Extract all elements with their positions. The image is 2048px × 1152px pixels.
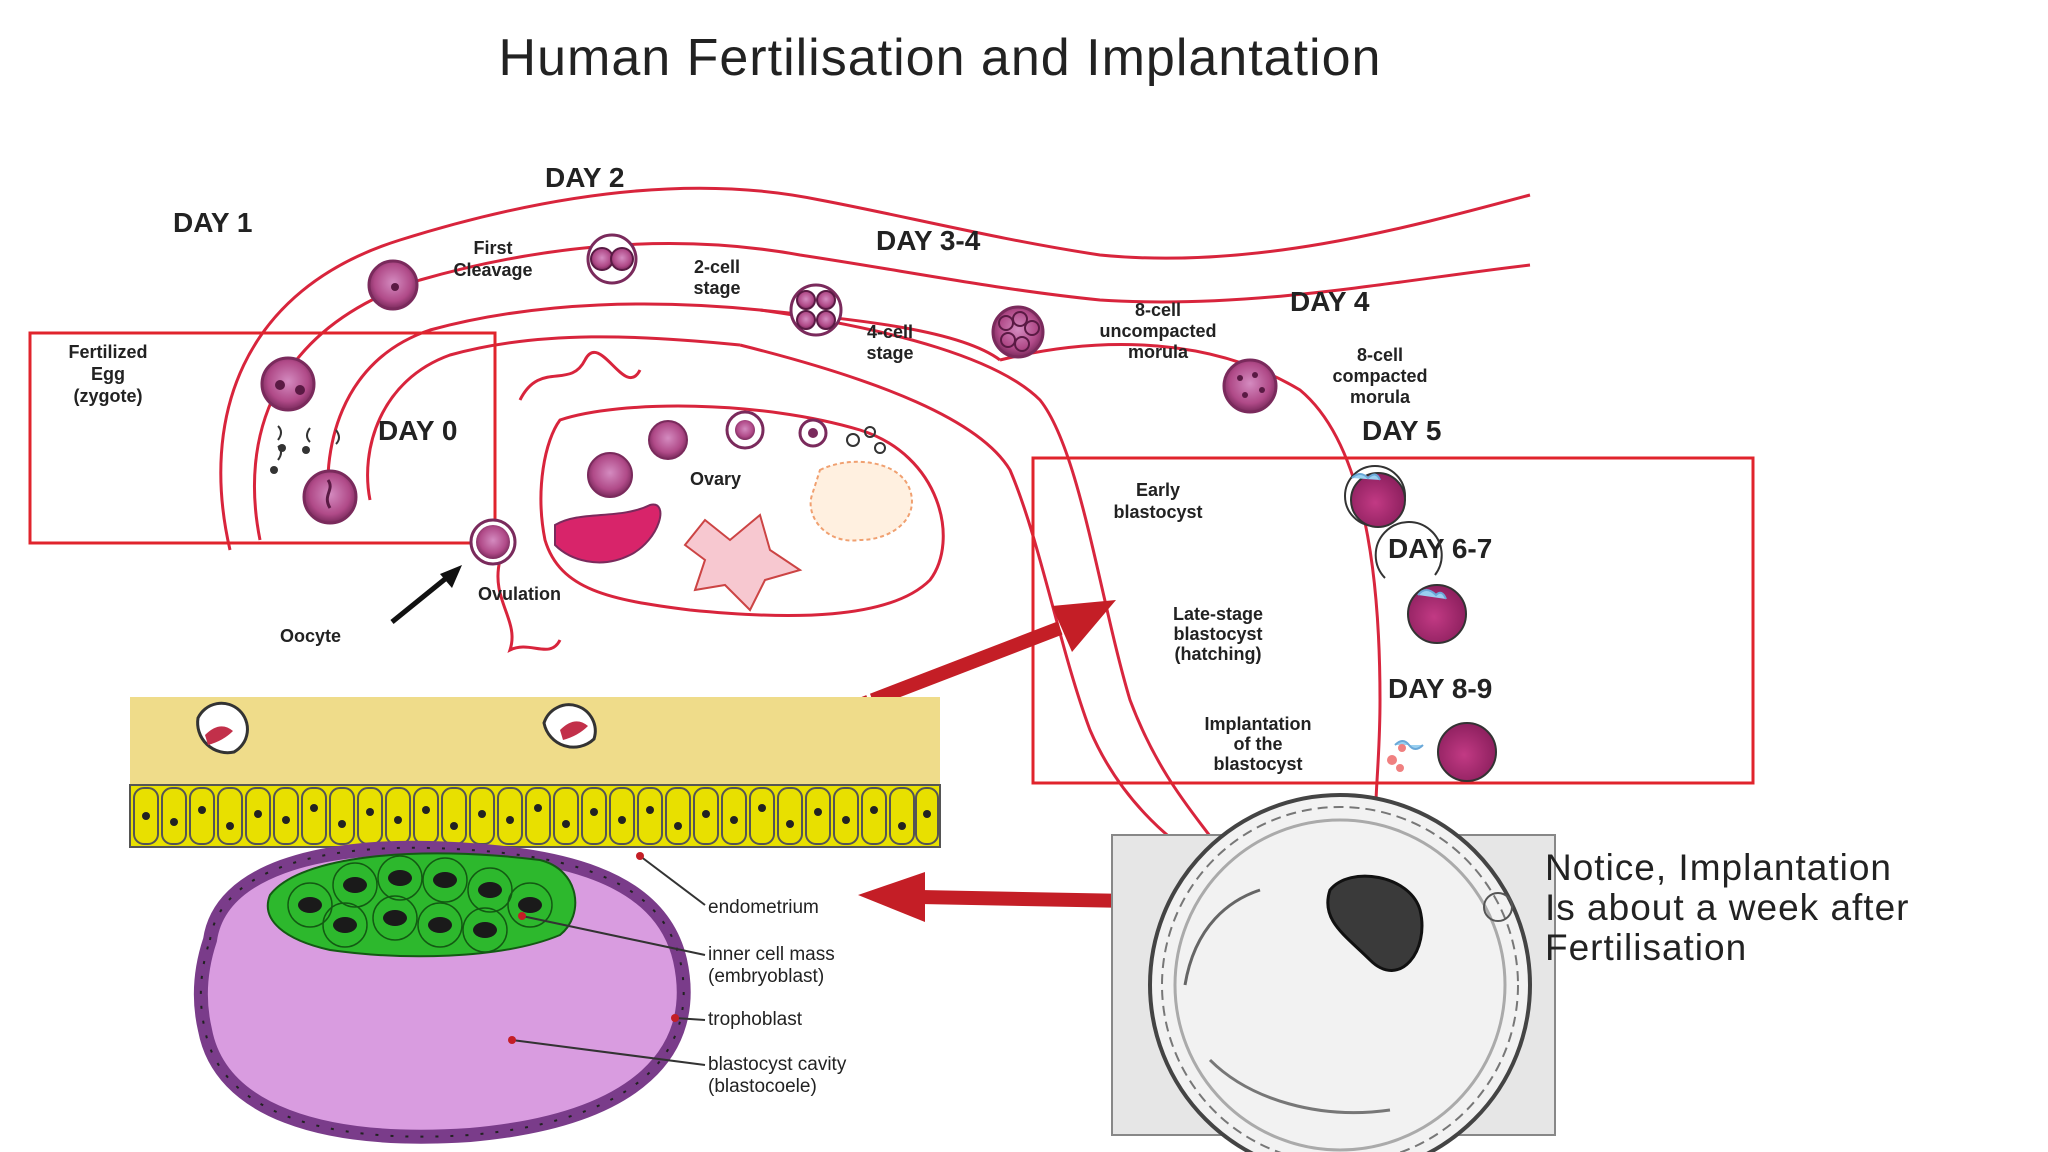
svg-text:8-cell: 8-cell	[1135, 300, 1181, 320]
svg-text:blastocyst: blastocyst	[1213, 754, 1302, 774]
note-line-1: Notice, Implantation	[1545, 847, 1893, 888]
two-cell-stage	[586, 233, 638, 285]
trophoblast-label: trophoblast	[708, 1009, 803, 1030]
four-cell-stage	[789, 283, 843, 337]
four-cell-label: 4-cell stage	[866, 322, 913, 363]
zygote-label: Fertilized Egg (zygote)	[68, 342, 147, 406]
epithelium-layer	[129, 784, 941, 848]
day4-label: DAY 4	[1290, 286, 1370, 317]
svg-text:2-cell: 2-cell	[694, 257, 740, 277]
endometrium-panel	[129, 697, 941, 848]
sperm-fertilization-cell	[270, 425, 358, 525]
implantation-label: Implantation of the blastocyst	[1205, 714, 1312, 774]
oviduct-outline	[219, 186, 1531, 862]
svg-text:(zygote): (zygote)	[74, 386, 143, 406]
svg-text:(hatching): (hatching)	[1175, 644, 1262, 664]
early-blastocyst-label: Early blastocyst	[1113, 480, 1202, 522]
first-cleavage-label: First Cleavage	[453, 238, 532, 280]
blastocyst-leader-lines	[511, 855, 706, 1066]
svg-text:morula: morula	[1128, 342, 1189, 362]
oocyte-pointer-arrowhead	[440, 565, 462, 588]
endometrium-small-cell-1	[196, 701, 249, 755]
svg-text:Fertilized: Fertilized	[68, 342, 147, 362]
day34-label: DAY 3-4	[876, 225, 981, 256]
day0-label: DAY 0	[378, 415, 457, 446]
implantation-note: Notice, Implantation Is about a week aft…	[1545, 848, 1909, 968]
svg-text:(embryoblast): (embryoblast)	[708, 966, 824, 987]
svg-text:4-cell: 4-cell	[867, 322, 913, 342]
svg-text:compacted: compacted	[1332, 366, 1427, 386]
svg-text:morula: morula	[1350, 387, 1411, 407]
svg-text:blastocyst cavity: blastocyst cavity	[708, 1054, 847, 1075]
two-cell-label: 2-cell stage	[693, 257, 740, 298]
day2-label: DAY 2	[545, 162, 624, 193]
fertilization-box	[28, 331, 497, 545]
eight-cell-uncompacted-morula	[991, 305, 1045, 359]
early-blastocyst-cell	[1344, 465, 1406, 528]
svg-text:Egg: Egg	[91, 364, 125, 384]
svg-text:Late-stage: Late-stage	[1173, 604, 1263, 624]
svg-text:Implantation: Implantation	[1205, 714, 1312, 734]
endometrium-label: endometrium	[708, 897, 819, 918]
svg-text:blastocyst: blastocyst	[1113, 502, 1202, 522]
note-line-2: Is about a week after	[1545, 887, 1910, 928]
endometrium-small-cell-2	[542, 703, 597, 749]
svg-text:(blastocoele): (blastocoele)	[708, 1076, 817, 1097]
svg-text:inner cell mass: inner cell mass	[708, 944, 835, 965]
eight-uncompacted-label: 8-cell uncompacted morula	[1099, 300, 1216, 362]
eight-cell-compacted-morula	[1222, 358, 1278, 414]
svg-text:blastocyst: blastocyst	[1173, 624, 1262, 644]
eight-compacted-label: 8-cell compacted morula	[1332, 345, 1427, 407]
day5-label: DAY 5	[1362, 415, 1441, 446]
svg-text:Cleavage: Cleavage	[453, 260, 532, 280]
svg-text:First: First	[473, 238, 512, 258]
leader-dots	[508, 852, 679, 1044]
svg-text:stage: stage	[866, 343, 913, 363]
svg-text:of the: of the	[1234, 734, 1283, 754]
first-cleavage-cell	[367, 259, 419, 311]
oocyte-label: Oocyte	[280, 626, 341, 646]
implanting-blastocyst-cell	[1387, 722, 1497, 782]
inner-cell-mass-label: inner cell mass (embryoblast)	[708, 944, 835, 987]
oocyte-pointer-arrow	[390, 573, 452, 624]
svg-text:Early: Early	[1136, 480, 1180, 500]
blastocyst-cavity-label: blastocyst cavity (blastocoele)	[708, 1054, 847, 1097]
blastocyst-stages-box	[1031, 456, 1755, 785]
zygote-cell	[260, 356, 316, 412]
ovulation-label: Ovulation	[478, 584, 561, 604]
day89-label: DAY 8-9	[1388, 673, 1492, 704]
svg-text:8-cell: 8-cell	[1357, 345, 1403, 365]
day1-label: DAY 1	[173, 207, 252, 238]
blastocyst-photo	[1111, 793, 1556, 1152]
late-blastocyst-label: Late-stage blastocyst (hatching)	[1173, 604, 1263, 664]
ovary-label: Ovary	[690, 469, 741, 489]
late-blastocyst-cell	[1374, 521, 1467, 644]
note-line-3: Fertilisation	[1545, 927, 1748, 968]
svg-text:stage: stage	[693, 278, 740, 298]
oocyte-cell	[469, 518, 517, 566]
page-title: Human Fertilisation and Implantation	[498, 29, 1382, 87]
blastocyst-section	[193, 840, 691, 1144]
svg-text:uncompacted: uncompacted	[1099, 321, 1216, 341]
ovary: Ovary	[496, 350, 945, 653]
